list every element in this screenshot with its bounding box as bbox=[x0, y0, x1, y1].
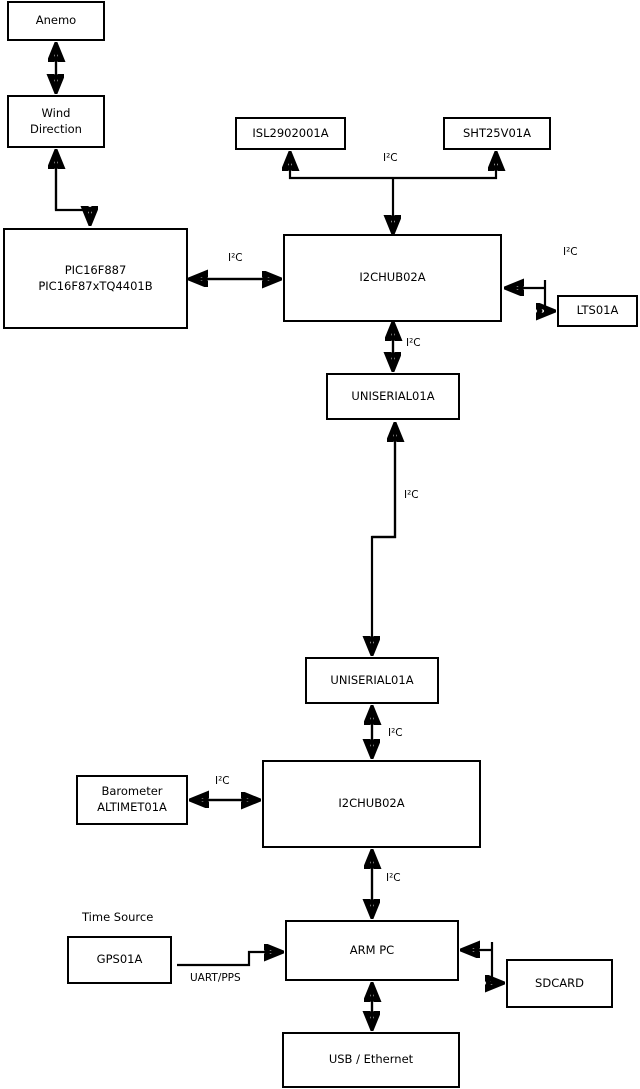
edge-label-i2c-hub-armpc: I²C bbox=[386, 872, 401, 884]
edge-label-i2c-uniserial-hub: I²C bbox=[388, 727, 403, 739]
edge-label-i2c-lts: I²C bbox=[563, 246, 578, 258]
node-i2chub02a-top[interactable]: I2CHUB02A bbox=[283, 234, 502, 322]
node-uniserial01a-lower[interactable]: UNISERIAL01A bbox=[305, 657, 439, 704]
wire-lts-elbow-in bbox=[545, 280, 552, 311]
wire-hub-bus-sht bbox=[393, 155, 496, 180]
wire-armpc-to-sdcard bbox=[492, 942, 501, 983]
node-uniserial01a-upper[interactable]: UNISERIAL01A bbox=[326, 373, 460, 420]
node-anemo-label: Anemo bbox=[35, 13, 77, 28]
node-gps01a-label: GPS01A bbox=[96, 952, 143, 967]
label-time-source: Time Source bbox=[82, 910, 154, 924]
node-uniserial01a-lower-label: UNISERIAL01A bbox=[330, 672, 414, 687]
wire-uniserial-link-down bbox=[372, 426, 397, 652]
node-sdcard[interactable]: SDCARD bbox=[506, 959, 613, 1008]
node-gps01a[interactable]: GPS01A bbox=[67, 936, 172, 984]
wire-uniserial-link-up bbox=[372, 426, 395, 539]
node-usb-ethernet[interactable]: USB / Ethernet bbox=[282, 1032, 460, 1088]
node-wind-direction[interactable]: Wind Direction bbox=[7, 95, 105, 148]
node-sdcard-label: SDCARD bbox=[535, 975, 584, 990]
node-barometer-label: Barometer ALTIMET01A bbox=[97, 784, 167, 814]
node-pic-microcontroller[interactable]: PIC16F887 PIC16F87xTQ4401B bbox=[3, 228, 188, 329]
edge-label-uart-pps: UART/PPS bbox=[190, 972, 241, 984]
node-i2chub02a-bottom[interactable]: I2CHUB02A bbox=[262, 760, 481, 848]
node-uniserial01a-upper-label: UNISERIAL01A bbox=[351, 388, 435, 403]
wire-hub-bus-isl bbox=[290, 155, 393, 180]
node-sht25v01a[interactable]: SHT25V01A bbox=[443, 117, 551, 150]
edge-label-i2c-uniserial-link: I²C bbox=[404, 489, 419, 501]
node-wind-direction-label: Wind Direction bbox=[30, 105, 82, 136]
edge-label-i2c-bus-top: I²C bbox=[383, 152, 398, 164]
node-anemo[interactable]: Anemo bbox=[7, 1, 105, 41]
node-pic-microcontroller-label: PIC16F887 PIC16F87xTQ4401B bbox=[38, 262, 153, 293]
node-arm-pc[interactable]: ARM PC bbox=[285, 920, 459, 981]
wire-pic-top bbox=[54, 153, 90, 222]
node-lts01a[interactable]: LTS01A bbox=[557, 295, 638, 327]
node-lts01a-label: LTS01A bbox=[576, 303, 619, 318]
wire-gps-armpc bbox=[177, 952, 280, 967]
edge-label-i2c-hub-uniserial: I²C bbox=[406, 337, 421, 349]
node-i2chub02a-top-label: I2CHUB02A bbox=[359, 270, 426, 285]
node-usb-ethernet-label: USB / Ethernet bbox=[328, 1052, 414, 1067]
node-i2chub02a-bottom-label: I2CHUB02A bbox=[338, 796, 405, 811]
node-arm-pc-label: ARM PC bbox=[349, 942, 395, 957]
edge-label-i2c-pic-hub: I²C bbox=[228, 252, 243, 264]
edge-label-i2c-barometer: I²C bbox=[215, 775, 230, 787]
node-sht25v01a-label: SHT25V01A bbox=[463, 125, 531, 140]
node-isl2902001a-label: ISL2902001A bbox=[252, 125, 329, 140]
node-isl2902001a[interactable]: ISL2902001A bbox=[235, 117, 346, 150]
node-barometer[interactable]: Barometer ALTIMET01A bbox=[76, 775, 188, 825]
